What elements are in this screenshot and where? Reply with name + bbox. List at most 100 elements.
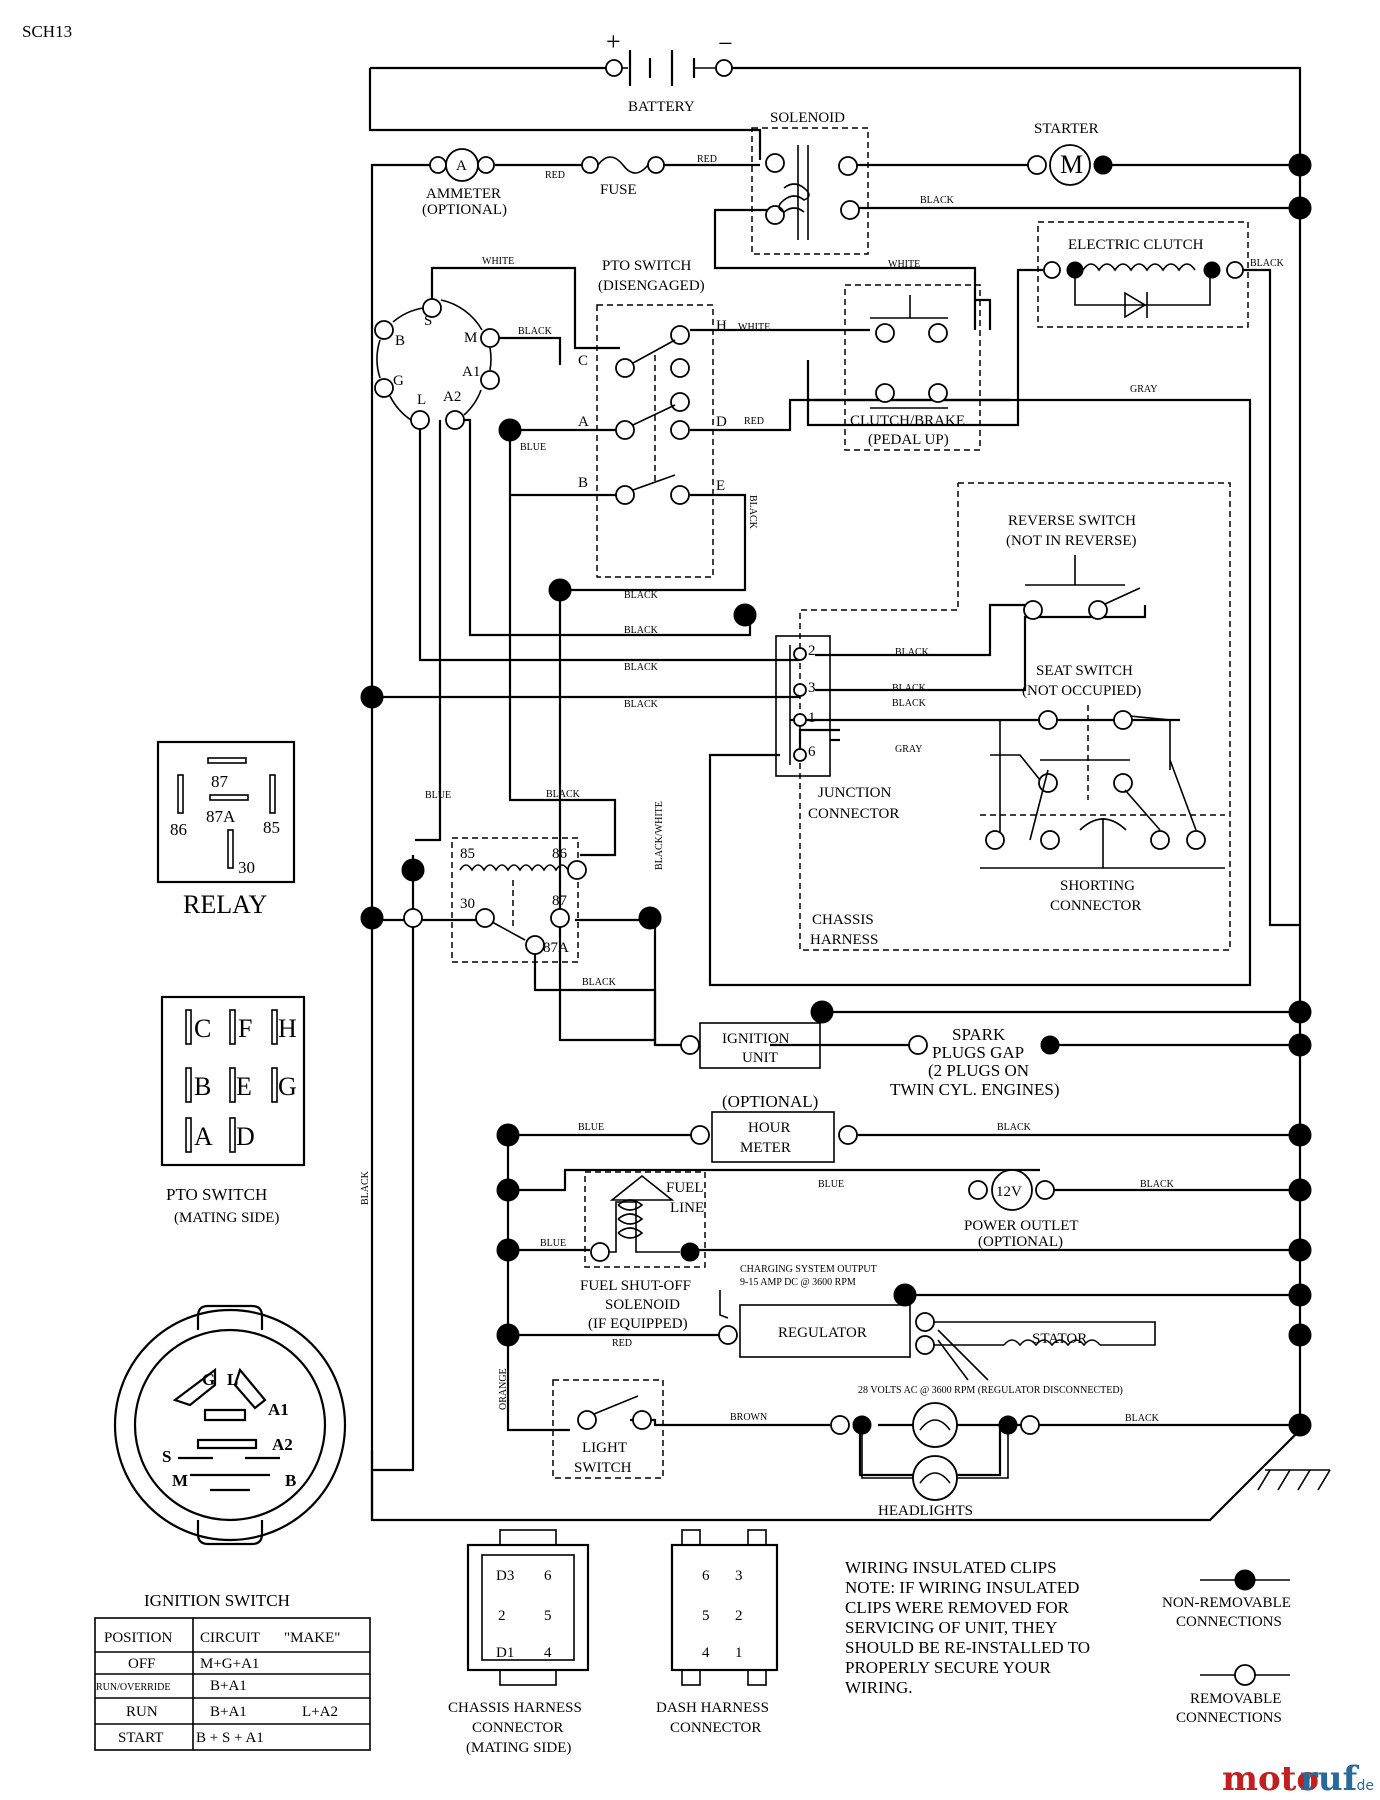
charging-output-1: CHARGING SYSTEM OUTPUT	[740, 1264, 877, 1275]
wire-red-2: RED	[697, 154, 717, 165]
junction-connector-1: JUNCTION	[818, 785, 891, 801]
seat-switch-sub: (NOT OCCUPIED)	[1022, 683, 1141, 699]
battery-minus: −	[718, 29, 733, 58]
wire-black-6: BLACK	[895, 647, 930, 658]
pto-switch-title: PTO SWITCH	[602, 258, 691, 274]
spark-plugs-1: SPARK	[952, 1025, 1006, 1044]
power-outlet-symbol: 12V	[996, 1184, 1022, 1200]
wire-blue-1: BLUE	[520, 442, 546, 453]
chassis-harness: CHASSIS HARNESS	[799, 482, 1231, 951]
regulator-label: REGULATOR	[778, 1325, 867, 1341]
fuel-line-1: FUEL	[666, 1180, 704, 1196]
note-line-1: NOTE: IF WIRING INSULATED	[845, 1578, 1079, 1597]
starter-symbol: M	[1060, 150, 1083, 179]
chassis-connector-label-3: (MATING SIDE)	[466, 1740, 571, 1756]
chassis-pin-4: 4	[544, 1645, 552, 1661]
watermark-part-c: .de	[1352, 1778, 1374, 1794]
battery: + − BATTERY	[605, 27, 733, 115]
junction-pin-1: 1	[808, 710, 816, 726]
legend-nonremovable-2: CONNECTIONS	[1176, 1614, 1282, 1630]
spark-plugs-3: (2 PLUGS ON	[928, 1061, 1029, 1080]
fuel-solenoid-1: FUEL SHUT-OFF	[580, 1278, 691, 1294]
wire-brown: BROWN	[730, 1412, 767, 1423]
ammeter-label: AMMETER	[426, 186, 501, 202]
fuel-solenoid-3: (IF EQUIPPED)	[588, 1316, 688, 1332]
shorting-connector: SHORTING CONNECTOR	[980, 759, 1225, 914]
wire-black-2: BLACK	[624, 590, 659, 601]
regulator: CHARGING SYSTEM OUTPUT 9-15 AMP DC @ 360…	[718, 1264, 1156, 1396]
wire-black-7: BLACK	[892, 683, 927, 694]
fuel-line-2: LINE	[670, 1200, 704, 1216]
shorting-connector-1: SHORTING	[1060, 878, 1135, 894]
chassis-pin-2: 2	[498, 1608, 506, 1624]
pto-switch: PTO SWITCH (DISENGAGED) C H A D B E	[578, 258, 727, 578]
wire-blue-4: BLUE	[818, 1179, 844, 1190]
wire-labels: RED RED BLACK WHITE WHITE WHITE BLACK BL…	[360, 154, 1285, 1424]
pto-terminal-c: C	[578, 353, 588, 369]
row-run-extra: L+A2	[302, 1704, 338, 1720]
hour-meter-optional: (OPTIONAL)	[722, 1092, 818, 1111]
junction-connector-2: CONNECTOR	[808, 806, 899, 822]
light-switch-1: LIGHT	[582, 1440, 627, 1456]
note-line-5: PROPERLY SECURE YOUR	[845, 1658, 1051, 1677]
wire-black-clutch: BLACK	[1250, 258, 1285, 269]
relay-85: 85	[460, 846, 475, 862]
ign-face-s: S	[162, 1447, 171, 1466]
row-runoverride-position: RUN/OVERRIDE	[96, 1682, 170, 1693]
ground-symbol	[1257, 1469, 1331, 1491]
chassis-harness-connector: D3 6 2 5 D1 4 CHASSIS HARNESS CONNECTOR …	[448, 1529, 590, 1756]
relay-legend-title: RELAY	[183, 890, 267, 919]
reverse-switch: REVERSE SWITCH (NOT IN REVERSE)	[1006, 513, 1141, 620]
row-run-circuit: B+A1	[210, 1704, 247, 1720]
connection-legend: NON-REMOVABLE CONNECTIONS REMOVABLE CONN…	[1162, 1569, 1291, 1726]
wire-white-3: WHITE	[738, 322, 770, 333]
relay-30: 30	[460, 896, 475, 912]
sheet-code: SCH13	[22, 22, 72, 41]
note-title: WIRING INSULATED CLIPS	[845, 1558, 1057, 1577]
reverse-switch-label: REVERSE SWITCH	[1008, 513, 1136, 529]
wire-black-starter: BLACK	[920, 195, 955, 206]
wire-black-8: BLACK	[892, 698, 927, 709]
reverse-switch-sub: (NOT IN REVERSE)	[1006, 533, 1137, 549]
wire-black-5: BLACK	[624, 699, 659, 710]
wire-black-3: BLACK	[624, 625, 659, 636]
wire-red-3: RED	[744, 416, 764, 427]
relay-pin-85: 85	[263, 818, 280, 837]
dash-pin-4: 4	[702, 1645, 710, 1661]
pto-pin-e: E	[236, 1072, 252, 1101]
wire-black-left: BLACK	[360, 1170, 371, 1205]
chassis-pin-5: 5	[544, 1608, 552, 1624]
battery-label: BATTERY	[628, 99, 695, 115]
relay-pin-87: 87	[211, 772, 229, 791]
wire-black-vertical: BLACK	[747, 495, 758, 530]
row-start-position: START	[118, 1730, 163, 1746]
power-outlet-1: POWER OUTLET	[964, 1218, 1079, 1234]
light-switch: LIGHT SWITCH	[552, 1379, 664, 1479]
ign-terminal-a2: A2	[443, 389, 461, 405]
wire-blue-3: BLUE	[578, 1122, 604, 1133]
relay-pin-30: 30	[238, 858, 255, 877]
ign-terminal-g: G	[393, 373, 404, 389]
solenoid-label: SOLENOID	[770, 110, 845, 126]
row-off-circuit: M+G+A1	[200, 1656, 259, 1672]
pto-terminal-e: E	[716, 478, 725, 494]
ign-terminal-m: M	[464, 330, 477, 346]
relay-pin-87a: 87A	[206, 807, 236, 826]
dash-pin-5: 5	[702, 1608, 710, 1624]
battery-plus: +	[606, 27, 621, 56]
note-line-3: SERVICING OF UNIT, THEY	[845, 1618, 1057, 1637]
clutch-brake-sub: (PEDAL UP)	[868, 432, 949, 448]
solenoid: SOLENOID	[751, 110, 869, 255]
row-off-position: OFF	[128, 1656, 156, 1672]
ignition-table: POSITION CIRCUIT "MAKE" OFF M+G+A1 RUN/O…	[94, 1617, 371, 1751]
ign-face-a1: A1	[268, 1400, 289, 1419]
pto-pin-b: B	[194, 1072, 211, 1101]
starter: M STARTER	[1027, 121, 1113, 186]
ign-face-g: G	[202, 1370, 215, 1389]
ign-terminal-a1: A1	[462, 364, 480, 380]
ign-face-m: M	[172, 1471, 188, 1490]
table-header-make: "MAKE"	[284, 1630, 340, 1646]
fuel-solenoid-2: SOLENOID	[605, 1297, 680, 1313]
wire-blue-5: BLUE	[540, 1238, 566, 1249]
charging-output-2: 9-15 AMP DC @ 3600 RPM	[740, 1277, 856, 1288]
